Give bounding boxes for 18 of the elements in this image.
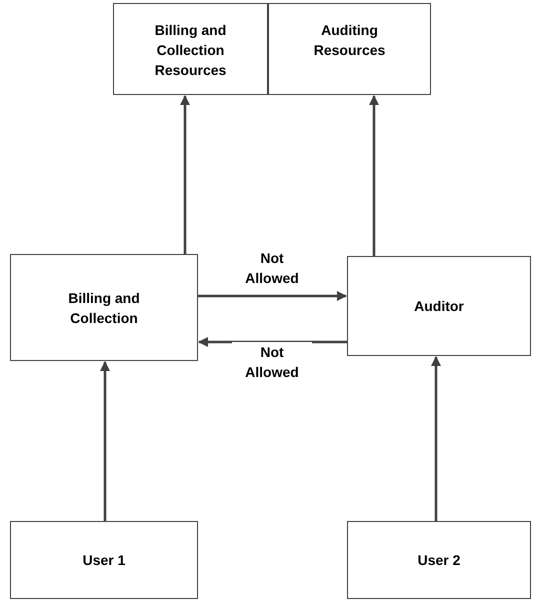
arrow: [198, 337, 347, 347]
process-box: [347, 256, 531, 356]
box-label: Billing and Collection: [67, 288, 141, 328]
box-label: Auditing Resources: [312, 21, 386, 60]
arrow: [180, 95, 190, 254]
process-box: [347, 521, 531, 599]
arrow: [369, 95, 379, 256]
process-box: [268, 3, 431, 95]
arrow: [431, 356, 441, 521]
arrow: [100, 361, 110, 521]
box-label: Billing and Collection Resources: [154, 21, 228, 80]
process-box: [10, 521, 198, 599]
process-box: [10, 254, 198, 361]
process-box: [113, 3, 268, 95]
box-label: Auditor: [414, 297, 464, 316]
box-label: User 2: [418, 551, 460, 570]
arrow: [198, 291, 347, 301]
box-label: User 1: [82, 551, 126, 570]
